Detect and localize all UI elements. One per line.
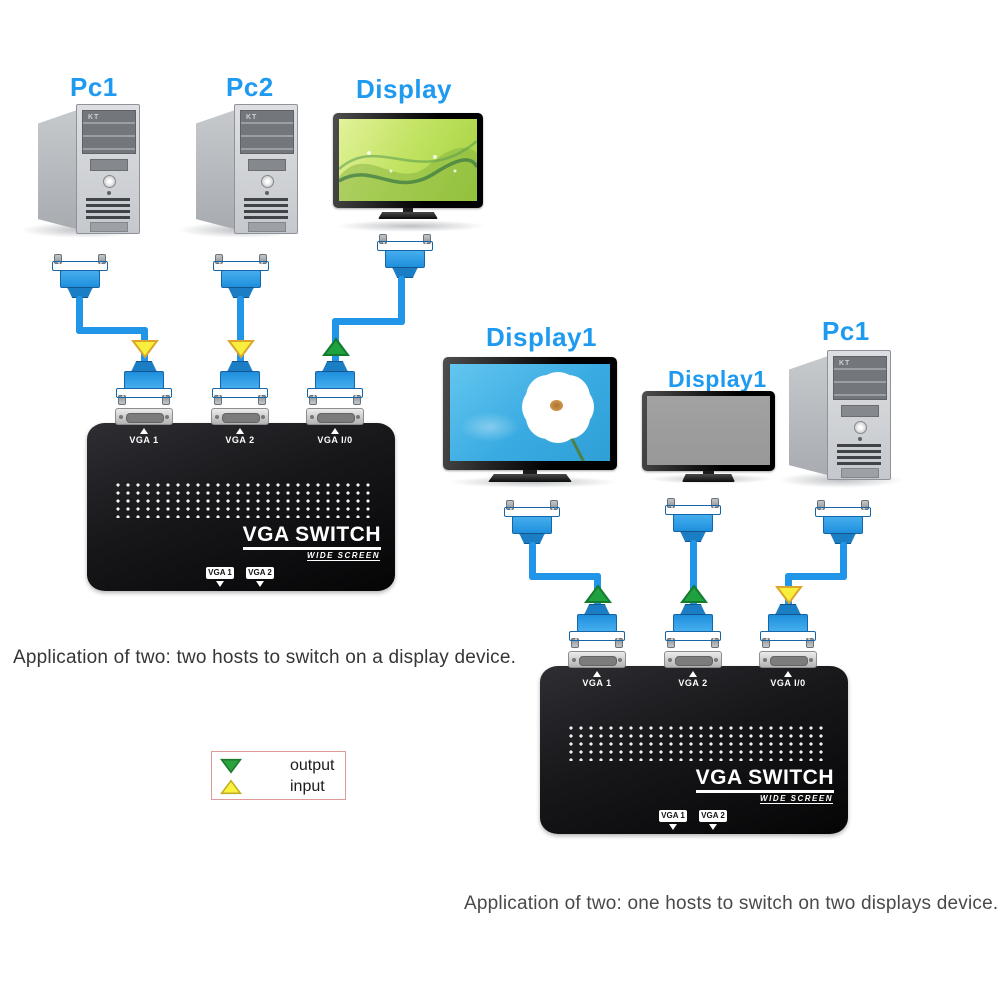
select-label: VGA 1 bbox=[659, 810, 687, 822]
vent-dots-pattern bbox=[113, 481, 371, 518]
vga-cable bbox=[529, 573, 601, 580]
output-arrow-icon bbox=[220, 758, 242, 774]
port-label: VGA 1 bbox=[582, 678, 612, 688]
arrow-down-icon bbox=[709, 824, 717, 830]
arrow-up-icon bbox=[593, 671, 601, 677]
switch-title: VGA SWITCH bbox=[242, 523, 381, 550]
pc-tower-icon: KT bbox=[38, 104, 140, 234]
vga-connector-icon bbox=[815, 500, 871, 544]
vga-connector-icon bbox=[212, 361, 268, 405]
display-monitor-icon bbox=[333, 113, 483, 219]
arrow-down-icon bbox=[256, 581, 264, 587]
vga-cable bbox=[237, 296, 244, 368]
arrow-down-icon bbox=[216, 581, 224, 587]
select-push-button bbox=[664, 831, 685, 859]
pc1-label: Pc1 bbox=[822, 316, 870, 346]
vga-connector-icon bbox=[760, 604, 816, 648]
switch-subtitle: WIDE SCREEN bbox=[760, 794, 833, 804]
port-label: VGA 1 bbox=[129, 435, 159, 445]
input-arrow-icon bbox=[220, 779, 242, 795]
vga-cable bbox=[840, 542, 847, 580]
select-label: VGA 2 bbox=[699, 810, 727, 822]
display-tv-icon bbox=[443, 357, 617, 482]
switch-title: VGA SWITCH bbox=[695, 766, 834, 793]
display-tv-icon bbox=[642, 391, 775, 482]
vga-port bbox=[664, 651, 722, 668]
select-push-button bbox=[211, 588, 232, 616]
vga-cable bbox=[785, 573, 847, 580]
vga-cable bbox=[398, 276, 405, 325]
power-button-icon bbox=[854, 421, 867, 434]
pc-tower-icon: KT bbox=[196, 104, 298, 234]
arrow-up-icon bbox=[784, 671, 792, 677]
legend-box: output input bbox=[211, 751, 346, 800]
diagram2-caption: Application of two: one hosts to switch … bbox=[464, 893, 999, 914]
port-label: VGA 2 bbox=[225, 435, 255, 445]
arrow-up-icon bbox=[689, 671, 697, 677]
vga-port bbox=[759, 651, 817, 668]
input-arrow-icon bbox=[775, 586, 803, 605]
output-arrow-icon bbox=[322, 337, 350, 356]
display-label: Display bbox=[356, 74, 452, 104]
vga-port bbox=[115, 408, 173, 425]
vga-port bbox=[568, 651, 626, 668]
output-arrow-icon bbox=[680, 584, 708, 603]
vga-cable bbox=[529, 542, 536, 580]
legend-output-label: output bbox=[290, 757, 335, 774]
vga-connector-icon bbox=[52, 254, 108, 298]
output-arrow-icon bbox=[584, 584, 612, 603]
select-label: VGA 2 bbox=[246, 567, 274, 579]
legend-input-label: input bbox=[290, 778, 325, 795]
vga-cable bbox=[76, 296, 83, 334]
switch-subtitle: WIDE SCREEN bbox=[307, 551, 380, 561]
arrow-up-icon bbox=[140, 428, 148, 434]
vent-dots-pattern bbox=[566, 724, 824, 761]
pc-badge: KT bbox=[88, 114, 100, 121]
vga-connector-icon bbox=[116, 361, 172, 405]
select-push-button bbox=[249, 588, 270, 616]
vga-connector-icon bbox=[377, 234, 433, 278]
input-arrow-icon bbox=[131, 340, 159, 359]
vga-port bbox=[306, 408, 364, 425]
display1-label: Display1 bbox=[486, 322, 597, 352]
vga-connector-icon bbox=[307, 361, 363, 405]
vga-port bbox=[211, 408, 269, 425]
select-label: VGA 1 bbox=[206, 567, 234, 579]
pc-badge: KT bbox=[839, 360, 851, 367]
abstract-waves-art bbox=[339, 140, 477, 201]
input-arrow-icon bbox=[227, 340, 255, 359]
vga-cable bbox=[76, 327, 148, 334]
vga-connector-icon bbox=[504, 500, 560, 544]
pc-badge: KT bbox=[246, 114, 258, 121]
pc1-label: Pc1 bbox=[70, 72, 118, 102]
shadow bbox=[336, 220, 486, 232]
port-label: VGA I/0 bbox=[770, 678, 806, 688]
diagram1-caption: Application of two: two hosts to switch … bbox=[13, 647, 517, 668]
flower-stem bbox=[566, 429, 593, 461]
display1-label: Display1 bbox=[668, 366, 767, 392]
power-button-icon bbox=[103, 175, 116, 188]
pc2-label: Pc2 bbox=[226, 72, 274, 102]
port-label: VGA I/0 bbox=[317, 435, 353, 445]
vga-switch-device: VGA 1 VGA 2 VGA I/0 VGA SWITCH WIDE SCRE… bbox=[540, 651, 848, 859]
arrow-down-icon bbox=[669, 824, 677, 830]
arrow-up-icon bbox=[236, 428, 244, 434]
vga-switch-device: VGA 1 VGA 2 VGA I/0 VGA SWITCH WIDE SCRE… bbox=[87, 408, 395, 616]
vga-cable bbox=[332, 318, 405, 325]
power-button-icon bbox=[261, 175, 274, 188]
select-push-button bbox=[702, 831, 723, 859]
vga-cable bbox=[690, 540, 697, 611]
arrow-up-icon bbox=[331, 428, 339, 434]
vga-connector-icon bbox=[665, 604, 721, 648]
vga-connector-icon bbox=[569, 604, 625, 648]
port-label: VGA 2 bbox=[678, 678, 708, 688]
pc-tower-icon: KT bbox=[789, 350, 891, 480]
vga-connector-icon bbox=[665, 498, 721, 542]
vga-connector-icon bbox=[213, 254, 269, 298]
